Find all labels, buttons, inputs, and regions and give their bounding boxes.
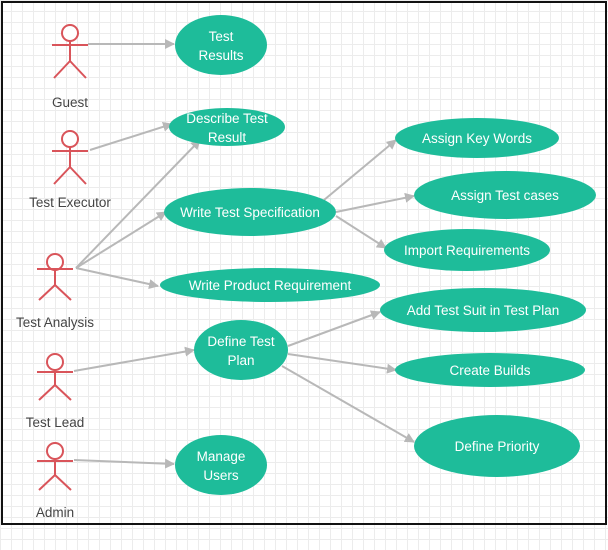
svg-text:Import Requirements: Import Requirements <box>404 243 530 258</box>
edge-analysis-describe-test-result <box>75 139 201 269</box>
diagram-border <box>1 1 607 525</box>
edge-plan-add-test-suit <box>287 310 381 347</box>
edge-plan-create-builds <box>287 353 397 374</box>
svg-text:Manage: Manage <box>197 449 246 464</box>
edge-spec-assign-test-cases <box>335 192 415 213</box>
edge-spec-import-requirements <box>335 215 387 249</box>
usecase-manage-users[interactable]: Manage Users <box>175 435 267 495</box>
actor-guest[interactable] <box>52 24 88 79</box>
actor-label-admin: Admin <box>36 505 74 520</box>
usecase-import-requirements[interactable]: Import Requirements <box>384 229 550 271</box>
usecase-assign-test-cases[interactable]: Assign Test cases <box>414 171 596 219</box>
actor-head <box>46 353 64 371</box>
svg-text:Write Test Specification: Write Test Specification <box>180 205 320 220</box>
actor-label-guest: Guest <box>52 95 88 110</box>
usecase-assign-key-words[interactable]: Assign Key Words <box>395 118 559 158</box>
actor-head <box>61 24 79 42</box>
usecase-define-priority[interactable]: Define Priority <box>414 415 580 477</box>
svg-text:Assign Key Words: Assign Key Words <box>422 131 532 146</box>
usecase-write-product-requirement[interactable]: Write Product Requirement <box>160 268 380 302</box>
svg-text:Assign Test cases: Assign Test cases <box>451 188 559 203</box>
edge-spec-assign-key-words <box>323 139 397 201</box>
actor-head <box>61 130 79 148</box>
edge-plan-define-priority <box>281 365 415 443</box>
actor-test-executor[interactable] <box>52 130 88 185</box>
actor-head <box>46 442 64 460</box>
actor-label-test-lead: Test Lead <box>26 415 85 430</box>
usecase-add-test-suit-in-test-plan[interactable]: Add Test Suit in Test Plan <box>380 288 586 332</box>
actor-head <box>46 253 64 271</box>
svg-text:Plan: Plan <box>227 353 254 368</box>
edges <box>73 39 415 469</box>
svg-text:Add Test Suit in Test Plan: Add Test Suit in Test Plan <box>407 303 560 318</box>
svg-text:Define Priority: Define Priority <box>455 439 540 454</box>
usecase-test-results[interactable]: Test Results <box>175 15 267 75</box>
actor-label-test-executor: Test Executor <box>29 195 111 210</box>
edge-executor-describe-test-result <box>89 121 173 151</box>
svg-text:Create Builds: Create Builds <box>449 363 530 378</box>
actor-test-analysis[interactable] <box>37 253 73 301</box>
actor-label-test-analysis: Test Analysis <box>16 315 94 330</box>
svg-text:Write Product Requirement: Write Product Requirement <box>189 278 352 293</box>
edge-admin-manage-users <box>73 458 175 469</box>
edge-analysis-write-test-specification <box>75 211 167 269</box>
usecase-describe-test-result[interactable]: Describe Test Result <box>169 108 285 146</box>
actor-test-lead[interactable] <box>37 353 73 401</box>
svg-text:Result: Result <box>208 130 247 145</box>
actor-admin[interactable] <box>37 442 73 491</box>
usecase-write-test-specification[interactable]: Write Test Specification <box>164 188 336 236</box>
usecase-create-builds[interactable]: Create Builds <box>395 353 585 387</box>
svg-text:Define Test: Define Test <box>207 334 275 349</box>
svg-text:Describe Test: Describe Test <box>186 111 268 126</box>
edge-analysis-write-product-requirement <box>75 267 159 289</box>
svg-text:Test: Test <box>209 29 234 44</box>
usecase-define-test-plan[interactable]: Define Test Plan <box>194 320 288 380</box>
svg-text:Results: Results <box>198 48 243 63</box>
edge-test-lead-define-test-plan <box>73 346 195 372</box>
svg-text:Users: Users <box>203 468 239 483</box>
